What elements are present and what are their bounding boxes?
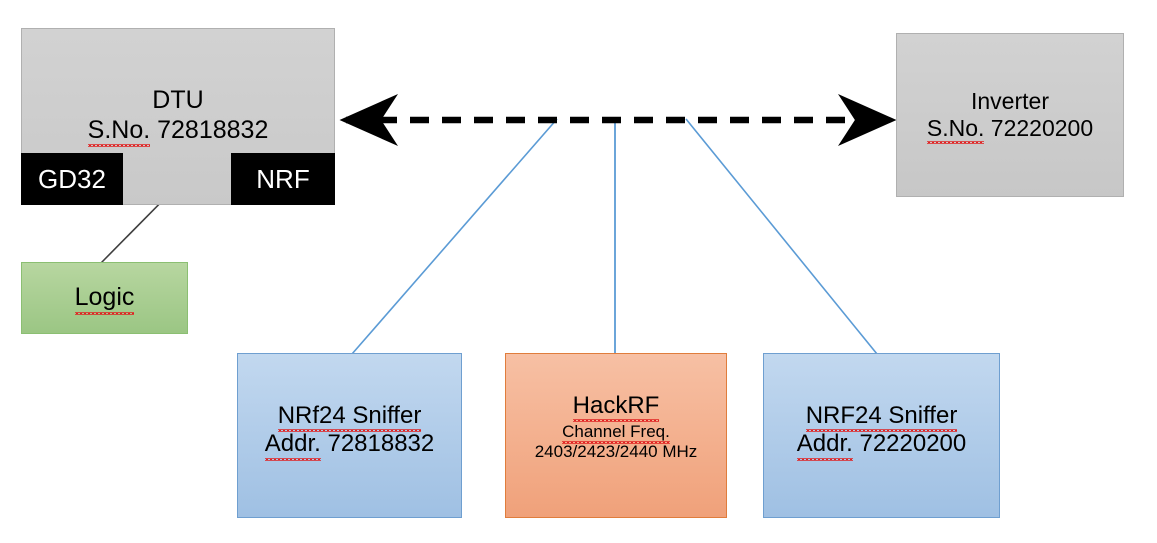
inverter-serial-value: 72220200 [990, 115, 1094, 141]
dtu-serial-prefix: S.No. [87, 115, 151, 147]
hackrf-title: HackRF [572, 392, 660, 423]
hackrf-frequencies: 2403/2423/2440 MHz [534, 442, 698, 462]
dtu-title: DTU [152, 86, 204, 114]
dtu-serial-value: 72818832 [157, 115, 269, 144]
hackrf-title-text: HackRF [572, 392, 660, 423]
node-hackrf[interactable]: HackRF Channel Freq. 2403/2423/2440 MHz [505, 353, 727, 518]
sniffer-right-addr: Addr. 72220200 [796, 430, 967, 461]
sniffer-right-title-text: NRF24 Sniffer [805, 402, 958, 433]
sniffer-left-addr-value: 72818832 [327, 430, 435, 458]
node-sniffer-left[interactable]: NRf24 Sniffer Addr. 72818832 [237, 353, 462, 518]
sniffer-left-addr: Addr. 72818832 [264, 430, 435, 461]
sniffer-left-title: NRf24 Sniffer [277, 402, 422, 433]
nrf-label: NRF [256, 163, 310, 194]
node-logic[interactable]: Logic [21, 262, 188, 334]
gd32-label: GD32 [38, 163, 106, 194]
hackrf-channel-label-text: Channel Freq. [562, 422, 670, 445]
inverter-serial-prefix: S.No. [926, 115, 985, 145]
sniffer-right-addr-value: 72220200 [859, 430, 967, 458]
dtu-serial: S.No. 72818832 [87, 115, 269, 147]
inverter-title: Inverter [971, 87, 1049, 114]
logic-label-text: Logic [74, 283, 135, 315]
node-gd32[interactable]: GD32 [21, 153, 123, 205]
node-sniffer-right[interactable]: NRF24 Sniffer Addr. 72220200 [763, 353, 1000, 518]
sniffer-right-title: NRF24 Sniffer [805, 402, 958, 433]
node-inverter[interactable]: Inverter S.No. 72220200 [896, 33, 1124, 197]
sniffer-left-addr-prefix: Addr. [264, 430, 321, 461]
logic-label: Logic [74, 283, 135, 315]
connector-sniffer-left-tap [351, 118, 558, 355]
connector-sniffer-right-tap [685, 118, 878, 355]
sniffer-left-title-text: NRf24 Sniffer [277, 402, 422, 433]
hackrf-channel-label: Channel Freq. [562, 422, 670, 445]
node-nrf[interactable]: NRF [231, 153, 335, 205]
sniffer-right-addr-prefix: Addr. [796, 430, 853, 461]
inverter-serial: S.No. 72220200 [926, 115, 1094, 145]
